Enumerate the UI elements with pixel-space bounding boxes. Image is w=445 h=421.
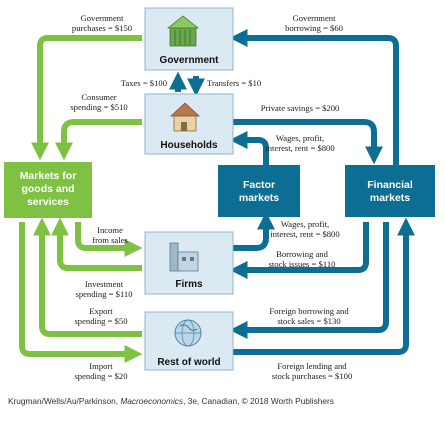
transfers-label: Transfers = $10 bbox=[207, 78, 261, 88]
income-sales-label-2: from sales bbox=[92, 235, 128, 245]
wages-households-label-2: interest, rent = $800 bbox=[265, 143, 334, 153]
goods-market-label-1: Markets for bbox=[20, 170, 77, 182]
consumer-spending-label-2: spending = $510 bbox=[70, 102, 127, 112]
factor-market-box: Factor markets bbox=[218, 165, 300, 217]
flow-arrow-wages-households bbox=[229, 131, 269, 165]
flow-arrow-borrowing-stock bbox=[229, 222, 369, 279]
financial-market-box: Financial markets bbox=[345, 165, 435, 217]
flow-arrow-investment bbox=[51, 217, 142, 271]
financial-market-label-2: markets bbox=[370, 192, 410, 204]
rest-of-world-box: Rest of world bbox=[144, 311, 234, 371]
flow-arrow-gov-purchases bbox=[31, 35, 142, 161]
gov-borrowing-label-2: borrowing = $60 bbox=[285, 23, 343, 33]
export-label-2: spending = $50 bbox=[74, 316, 127, 326]
credit-authors: Krugman/Wells/Au/Parkinson, bbox=[8, 396, 121, 406]
income-sales-label-1: Income bbox=[97, 225, 123, 235]
foreign-borrowing-label-1: Foreign borrowing and bbox=[269, 306, 349, 316]
foreign-borrowing-label-2: stock sales = $130 bbox=[277, 316, 340, 326]
flow-arrow-income-sales bbox=[75, 222, 143, 257]
flow-arrow-foreign-borrowing bbox=[229, 222, 389, 339]
foreign-lending-label-1: Foreign lending and bbox=[277, 361, 347, 371]
firms-box: Firms bbox=[144, 231, 234, 295]
gov-purchases-label-1: Government bbox=[81, 13, 125, 23]
taxes-label: Taxes = $100 bbox=[121, 78, 167, 88]
flow-arrow-consumer-spending bbox=[55, 119, 142, 161]
foreign-lending-label-2: stock purchases = $100 bbox=[272, 371, 353, 381]
private-savings-label: Private savings = $200 bbox=[261, 103, 340, 113]
source-credit: Krugman/Wells/Au/Parkinson, Macroeconomi… bbox=[8, 396, 438, 406]
investment-label-1: Investment bbox=[85, 279, 124, 289]
import-label-2: spending = $20 bbox=[74, 371, 127, 381]
globe-icon bbox=[174, 319, 202, 347]
factory-icon bbox=[169, 242, 199, 272]
factor-market-label-2: markets bbox=[239, 192, 279, 204]
households-label: Households bbox=[160, 140, 218, 151]
export-label-1: Export bbox=[89, 306, 113, 316]
consumer-spending-label-1: Consumer bbox=[81, 92, 116, 102]
investment-label-2: spending = $110 bbox=[75, 289, 132, 299]
wages-firms-label-1: Wages, profit, bbox=[281, 219, 329, 229]
government-box: Government bbox=[144, 7, 234, 71]
government-building-icon bbox=[166, 15, 200, 47]
goods-market-label-2: goods and bbox=[21, 183, 74, 195]
flow-arrow-gov-borrowing bbox=[229, 29, 399, 165]
rest-of-world-label: Rest of world bbox=[157, 357, 220, 368]
goods-market-box: Markets for goods and services bbox=[4, 162, 92, 218]
borrowing-stock-label-1: Borrowing and bbox=[276, 249, 328, 259]
credit-rest: , 3e, Canadian, © 2018 Worth Publishers bbox=[183, 396, 334, 406]
wages-households-label-1: Wages, profit, bbox=[276, 133, 324, 143]
flow-arrow-foreign-lending bbox=[230, 217, 415, 355]
flow-arrow-wages-firms bbox=[230, 211, 275, 251]
borrowing-stock-label-2: stock issues = $110 bbox=[269, 259, 336, 269]
gov-borrowing-label-1: Government bbox=[293, 13, 337, 23]
households-box: Households bbox=[144, 93, 234, 155]
wages-firms-label-2: interest, rent = $800 bbox=[270, 229, 339, 239]
credit-title: Macroeconomics bbox=[120, 396, 184, 406]
house-icon bbox=[169, 102, 201, 132]
government-label: Government bbox=[160, 55, 220, 66]
financial-market-label-1: Financial bbox=[367, 179, 413, 191]
flow-arrow-export bbox=[33, 217, 142, 337]
import-label-1: Import bbox=[89, 361, 113, 371]
factor-market-label-1: Factor bbox=[243, 179, 275, 191]
flow-arrow-import bbox=[19, 222, 143, 363]
goods-market-label-3: services bbox=[27, 196, 69, 208]
flow-arrow-private-savings bbox=[230, 119, 383, 165]
gov-purchases-label-2: purchases = $150 bbox=[72, 23, 132, 33]
firms-label: Firms bbox=[175, 279, 203, 290]
